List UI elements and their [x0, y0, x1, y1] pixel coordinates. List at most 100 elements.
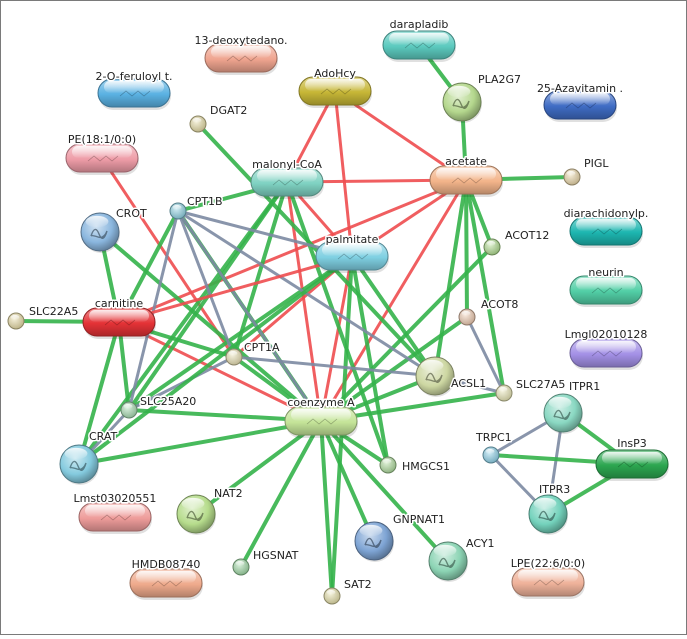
- edge-malonyl-coa-hmgcs1[interactable]: [285, 180, 390, 467]
- node-label: 13-deoxytedano.: [195, 34, 288, 47]
- node-label: palmitate: [326, 233, 379, 246]
- edge-acot8-slc27a5[interactable]: [465, 315, 506, 395]
- edge-coenzyme-a-crot[interactable]: [98, 230, 323, 423]
- edge-adohcy-acetate[interactable]: [333, 89, 468, 182]
- node-label: HGSNAT: [253, 549, 299, 562]
- node-darapladib[interactable]: darapladib: [382, 17, 456, 62]
- node-malonyl-coa[interactable]: malonyl-CoA: [250, 157, 324, 199]
- node-diarachidonylp[interactable]: diarachidonylp.: [562, 206, 650, 248]
- node-label: SLC25A20: [140, 395, 196, 408]
- edge-cpt1b-cpt1a[interactable]: [176, 209, 236, 359]
- node-palmitate[interactable]: palmitate: [315, 232, 389, 273]
- node-sat2[interactable]: SAT2: [323, 577, 373, 605]
- node-gnpnat1[interactable]: GNPNAT1: [354, 512, 447, 562]
- edge-coenzyme-a-crat[interactable]: [77, 419, 323, 466]
- node-acot8[interactable]: ACOT8: [458, 297, 520, 326]
- node-label: PIGL: [584, 157, 609, 170]
- node-label: CRAT: [89, 430, 118, 443]
- node-hgsnat[interactable]: HGSNAT: [232, 548, 300, 576]
- edge-cpt1b-slc25a20[interactable]: [127, 209, 180, 412]
- node-label: acetate: [445, 155, 487, 168]
- edge-carnitine-cpt1b[interactable]: [117, 209, 180, 324]
- node-hmgcs1[interactable]: HMGCS1: [379, 456, 451, 475]
- node-lmgl02010128[interactable]: Lmgl02010128: [563, 327, 649, 370]
- node-label: PE(18:1/0:0): [68, 133, 136, 146]
- edge-malonyl-coa-cpt1a[interactable]: [232, 180, 289, 359]
- node-acot12[interactable]: ACOT12: [483, 228, 551, 256]
- node-label: LPE(22:6/0:0): [511, 557, 585, 570]
- edge-cpt1b-coenzyme-a[interactable]: [176, 209, 323, 423]
- edge-palmitate-slc25a20[interactable]: [127, 254, 354, 412]
- node-label: HMGCS1: [402, 460, 450, 473]
- node-label: HMDB08740: [132, 558, 201, 571]
- edge-carnitine-palmitate[interactable]: [117, 254, 354, 324]
- node-itpr1[interactable]: ITPR1: [543, 379, 602, 434]
- node-adohcy[interactable]: AdoHcy: [298, 66, 372, 108]
- edge-carnitine-slc25a20[interactable]: [117, 320, 131, 412]
- node-2-o-feruloyl-t[interactable]: 2-O-feruloyl t.: [94, 69, 174, 110]
- node-lpe-22-6-0-0[interactable]: LPE(22:6/0:0): [509, 556, 587, 599]
- node-dgat2[interactable]: DGAT2: [189, 103, 249, 133]
- node-cpt1a[interactable]: CPT1A: [225, 340, 282, 366]
- node-label: SLC27A5: [516, 378, 565, 391]
- node-trpc1[interactable]: TRPC1: [474, 430, 513, 464]
- edge-coenzyme-a-sat2[interactable]: [319, 419, 334, 598]
- edge-palmitate-crat[interactable]: [77, 254, 354, 466]
- node-crot[interactable]: CROT: [80, 206, 148, 253]
- node-label: ACY1: [466, 537, 495, 550]
- node-slc27a5[interactable]: SLC27A5: [495, 377, 567, 402]
- edge-carnitine-crat[interactable]: [77, 320, 121, 466]
- edge-acetate-acot8[interactable]: [464, 178, 469, 319]
- node-acsl1[interactable]: ACSL1: [415, 356, 488, 397]
- node-acetate[interactable]: acetate: [429, 154, 503, 197]
- node-lmst03020551[interactable]: Lmst03020551: [72, 491, 158, 534]
- edge-carnitine-coenzyme-a[interactable]: [117, 320, 323, 423]
- edge-cpt1a-acsl1[interactable]: [232, 355, 437, 378]
- edge-coenzyme-a-gnpnat1[interactable]: [319, 419, 376, 543]
- node-coenzyme-a[interactable]: coenzyme A: [284, 395, 358, 438]
- edge-acetate-acsl1[interactable]: [433, 178, 468, 378]
- node-25-azavitamin[interactable]: 25-Azavitamin .: [535, 81, 625, 122]
- node-label: Lmst03020551: [74, 492, 157, 505]
- node-13-deoxytedano[interactable]: 13-deoxytedano.: [193, 33, 289, 75]
- node-label: diarachidonylp.: [564, 207, 649, 220]
- node-label: coenzyme A: [287, 396, 355, 409]
- node-pla2g7[interactable]: PLA2G7: [442, 72, 523, 123]
- node-cpt1b[interactable]: CPT1B: [169, 194, 224, 220]
- edge-adohcy-malonyl-coa[interactable]: [285, 89, 337, 184]
- edge-cpt1b-acsl1[interactable]: [176, 209, 437, 378]
- node-label: CPT1B: [187, 195, 223, 208]
- node-nat2[interactable]: NAT2: [176, 486, 244, 535]
- edge-acetate-slc27a5[interactable]: [464, 178, 506, 395]
- node-label: CROT: [116, 207, 147, 220]
- edge-palmitate-acsl1[interactable]: [350, 254, 437, 378]
- node-slc22a5[interactable]: SLC22A5: [7, 304, 80, 330]
- node-label: ITPR1: [569, 380, 600, 393]
- node-label: 25-Azavitamin .: [537, 82, 623, 95]
- node-itpr3[interactable]: ITPR3: [528, 482, 572, 535]
- node-label: Lmgl02010128: [565, 328, 648, 341]
- node-neurin[interactable]: neurin: [569, 265, 643, 307]
- edge-coenzyme-a-hgsnat[interactable]: [239, 419, 323, 569]
- node-slc25a20[interactable]: SLC25A20: [120, 394, 198, 419]
- node-carnitine[interactable]: carnitine: [82, 296, 156, 339]
- edge-dgat2-acsl1[interactable]: [196, 122, 437, 378]
- node-label: neurin: [588, 266, 623, 279]
- node-pe-18-1-0-0[interactable]: PE(18:1/0:0): [65, 132, 139, 175]
- node-acy1[interactable]: ACY1: [428, 536, 496, 582]
- node-label: TRPC1: [475, 431, 512, 444]
- node-label: AdoHcy: [314, 67, 356, 80]
- node-label: InsP3: [617, 437, 647, 450]
- edge-acot8-coenzyme-a[interactable]: [319, 315, 469, 423]
- node-insp3[interactable]: InsP3: [595, 436, 669, 481]
- node-label: SAT2: [344, 578, 372, 591]
- node-pigl[interactable]: PIGL: [563, 156, 611, 186]
- node-hmdb08740[interactable]: HMDB08740: [129, 557, 203, 600]
- node-label: ACSL1: [451, 377, 486, 390]
- node-crat[interactable]: CRAT: [59, 429, 119, 485]
- node-label: SLC22A5: [29, 305, 78, 318]
- edge-coenzyme-a-acy1[interactable]: [319, 419, 450, 563]
- edge-coenzyme-a-nat2[interactable]: [194, 419, 323, 516]
- edge-palmitate-hmgcs1[interactable]: [350, 254, 390, 467]
